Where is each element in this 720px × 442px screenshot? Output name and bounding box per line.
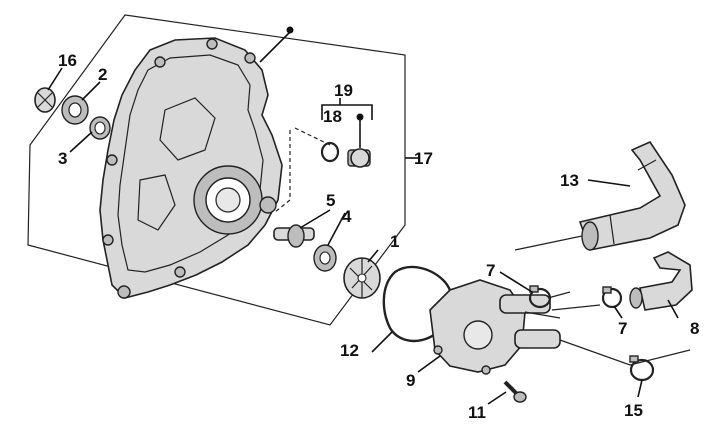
cover-reference-dot — [286, 26, 294, 34]
part-7b-hose-clamp — [601, 286, 623, 309]
part-9-pump-cover — [429, 279, 561, 375]
callout-17: 17 — [414, 149, 433, 168]
callout-16: 16 — [58, 51, 77, 70]
callout-7a: 7 — [486, 261, 495, 280]
part-11-bolt — [503, 380, 527, 403]
callout-3: 3 — [58, 149, 67, 168]
callout-4: 4 — [342, 207, 352, 226]
hose-13-guide — [514, 235, 583, 251]
part-3-oil-seal — [89, 116, 111, 140]
part-2-bearing — [61, 95, 89, 125]
part-19-plug — [347, 113, 371, 168]
bracket-18-19 — [321, 98, 373, 120]
part-5-pump-shaft — [273, 224, 315, 248]
dashed-guide-19 — [274, 127, 331, 213]
callout-9: 9 — [406, 371, 415, 390]
callout-labels: 1 2 3 4 5 7 7 8 9 11 12 13 15 16 17 18 1… — [58, 51, 699, 422]
callout-5: 5 — [326, 191, 335, 210]
callout-18: 18 — [323, 107, 342, 126]
callout-1: 1 — [390, 232, 399, 251]
callout-15: 15 — [624, 401, 643, 420]
callout-8: 8 — [690, 319, 699, 338]
callout-7b: 7 — [618, 319, 627, 338]
part-4-mechanical-seal — [313, 244, 337, 272]
callout-13: 13 — [560, 171, 579, 190]
callout-11: 11 — [468, 403, 486, 422]
engine-side-cover — [99, 37, 283, 299]
part-16-clip-ring — [34, 87, 56, 113]
part-1-impeller — [343, 257, 381, 299]
assembly-17-boundary — [27, 14, 406, 326]
part-8-hose — [629, 251, 693, 311]
leader-lines — [47, 29, 679, 405]
connection-guides — [524, 291, 691, 366]
part-13-hose — [578, 140, 686, 251]
callout-19: 19 — [334, 81, 353, 100]
callout-12: 12 — [340, 341, 359, 360]
callout-2: 2 — [98, 65, 107, 84]
part-18-o-ring — [320, 141, 340, 163]
